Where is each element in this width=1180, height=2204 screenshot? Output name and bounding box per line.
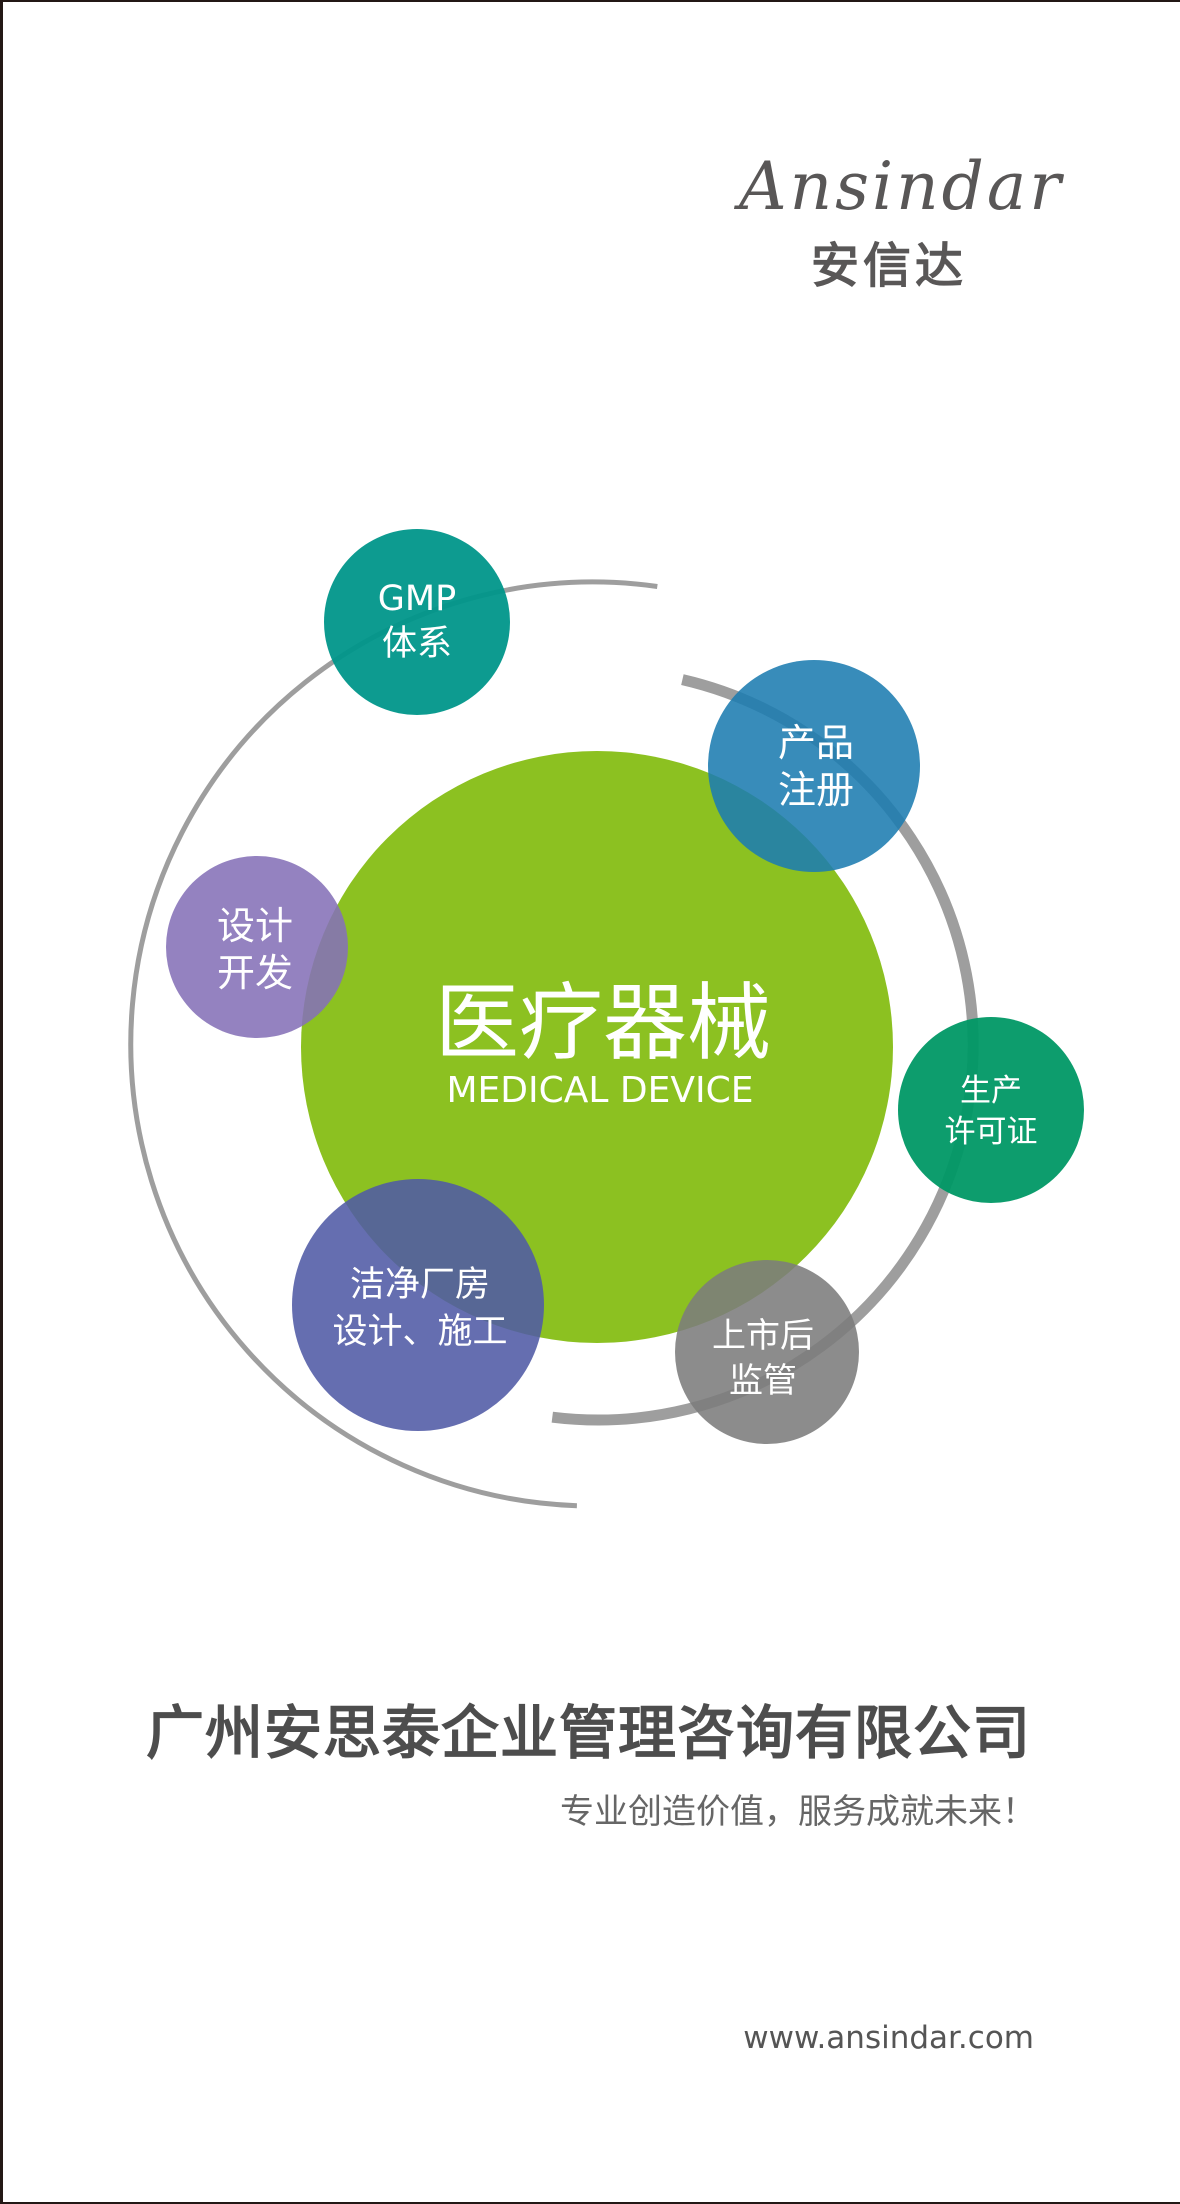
center-title-cn: 医疗器械 [435, 974, 771, 1072]
circle-registration-line1: 产品 [778, 721, 854, 765]
circle-design-line1: 设计 [217, 904, 293, 948]
circle-license-shape [898, 1017, 1084, 1203]
circle-design-shape [166, 856, 348, 1038]
circle-gmp-shape [324, 529, 510, 715]
brand-logo-english: Ansindar [739, 148, 1064, 225]
circle-cleanroom-line2: 设计、施工 [332, 1312, 507, 1352]
circle-registration-shape [708, 660, 920, 872]
brand-logo-chinese: 安信达 [811, 238, 968, 294]
circle-postmarket-line1: 上市后 [712, 1316, 814, 1356]
circle-design-line2: 开发 [217, 951, 293, 995]
circle-license: 生产 许可证 [898, 1017, 1084, 1203]
center-title-en: MEDICAL DEVICE [446, 1070, 753, 1111]
website-url: www.ansindar.com [743, 2020, 1034, 2056]
circle-cleanroom-shape [292, 1179, 544, 1431]
slogan: 专业创造价值，服务成就未来！ [560, 1792, 1036, 1832]
service-diagram: 医疗器械 MEDICAL DEVICE GMP 体系 产品 注册 设计 开发 生… [128, 529, 1084, 1509]
circle-gmp-line1: GMP [378, 579, 456, 619]
company-name: 广州安思泰企业管理咨询有限公司 [146, 1699, 1032, 1767]
circle-postmarket: 上市后 监管 [675, 1260, 859, 1444]
circle-cleanroom-line1: 洁净厂房 [350, 1265, 490, 1305]
circle-postmarket-line2: 监管 [729, 1361, 797, 1401]
circle-design: 设计 开发 [166, 856, 348, 1038]
circle-license-line1: 生产 [960, 1073, 1022, 1109]
circle-postmarket-shape [675, 1260, 859, 1444]
circle-gmp-line2: 体系 [382, 624, 452, 664]
circle-license-line2: 许可证 [945, 1114, 1038, 1150]
circle-gmp: GMP 体系 [324, 529, 510, 715]
circle-cleanroom: 洁净厂房 设计、施工 [292, 1179, 544, 1431]
circle-registration-line2: 注册 [778, 768, 854, 812]
circle-registration: 产品 注册 [708, 660, 920, 872]
